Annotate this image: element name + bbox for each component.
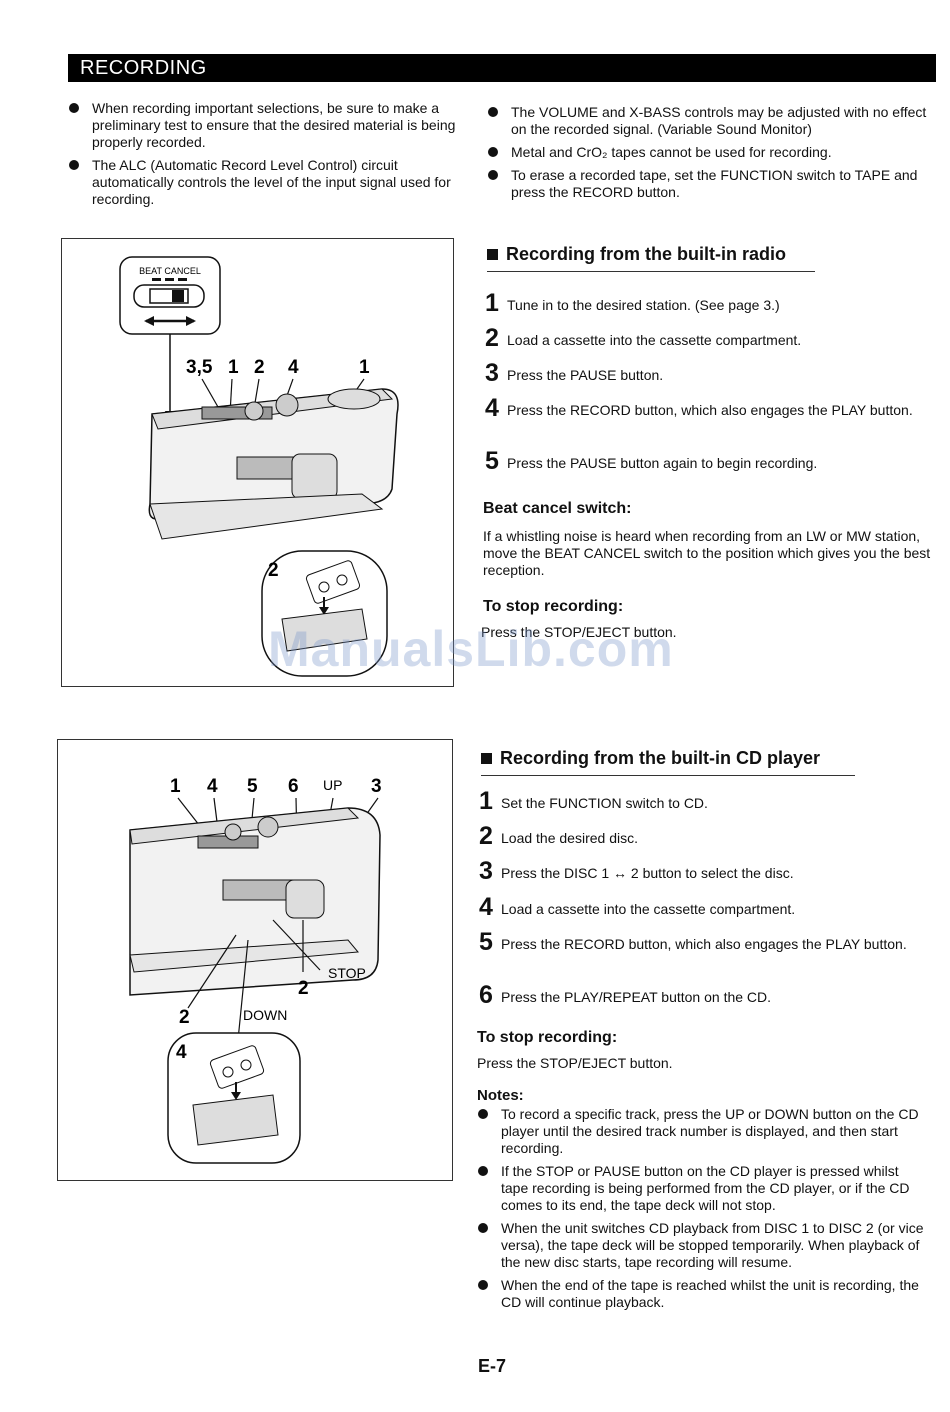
watermark: ManualsLib.com bbox=[268, 621, 674, 677]
step-number: 3 bbox=[485, 359, 499, 387]
radio-steps: 1 Tune in to the desired station. (See pa… bbox=[485, 289, 937, 485]
intro-left-item: The ALC (Automatic Record Level Control)… bbox=[68, 157, 460, 208]
step-item: 4 Press the RECORD button, which also eng… bbox=[485, 394, 937, 450]
step-text: Press the PAUSE button. bbox=[507, 367, 664, 383]
step-text: Press the RECORD button, which also enga… bbox=[507, 402, 913, 418]
step-number: 1 bbox=[479, 787, 493, 815]
callout-label: DOWN bbox=[243, 1007, 287, 1023]
section-title: RECORDING bbox=[80, 57, 207, 79]
page-number: E-7 bbox=[478, 1356, 507, 1376]
radio-stop-text: Press the STOP/EJECT button. bbox=[481, 624, 677, 640]
cd-figure: 1 4 5 6 UP 3 STOP 2 2 DOWN 4 bbox=[57, 739, 453, 1181]
callout-label: UP bbox=[323, 777, 342, 793]
step-item: 5 Press the RECORD button, which also eng… bbox=[479, 928, 931, 984]
radio-figure: BEAT CANCEL 3,5 1 2 4 1 2 bbox=[61, 238, 454, 687]
step-text: Press the DISC 1 ↔ 2 button to select th… bbox=[501, 865, 794, 881]
step-number: 2 bbox=[485, 324, 499, 352]
radio-stop-heading: To stop recording: bbox=[483, 598, 624, 615]
cd-steps: 1 Set the FUNCTION switch to CD. 2 Load th… bbox=[479, 787, 931, 1019]
notes-heading: Notes: bbox=[477, 1087, 524, 1104]
callout-number: 2 bbox=[254, 357, 265, 378]
note-item: If the STOP or PAUSE button on the CD pl… bbox=[477, 1163, 929, 1214]
step-number: 4 bbox=[485, 394, 499, 422]
step-text: Press the PLAY/REPEAT button on the CD. bbox=[501, 989, 772, 1005]
beat-cancel-text: If a whistling noise is heard when recor… bbox=[483, 528, 931, 578]
step-text: Tune in to the desired station. (See pag… bbox=[507, 297, 780, 313]
step-number: 5 bbox=[485, 447, 499, 475]
note-item: To record a specific track, press the UP… bbox=[477, 1106, 929, 1157]
step-text: Load a cassette into the cassette compar… bbox=[507, 332, 802, 348]
beat-cancel-heading: Beat cancel switch: bbox=[483, 500, 632, 517]
square-bullet-icon bbox=[487, 249, 498, 260]
callout-number: 3 bbox=[371, 776, 382, 797]
cd-title-text: Recording from the built-in CD player bbox=[500, 748, 821, 768]
step-item: 1 Set the FUNCTION switch to CD. bbox=[479, 787, 931, 825]
callout-number: 1 bbox=[228, 357, 239, 378]
callout-number: 2 bbox=[179, 1007, 190, 1028]
callout-number: 6 bbox=[288, 776, 299, 797]
step-item: 1 Tune in to the desired station. (See pa… bbox=[485, 289, 937, 327]
step-item: 2 Load a cassette into the cassette compa… bbox=[485, 324, 937, 362]
intro-left-item: When recording important selections, be … bbox=[68, 100, 460, 151]
step-number: 1 bbox=[485, 289, 499, 317]
callout-number: 1 bbox=[359, 357, 370, 378]
step-number: 5 bbox=[479, 928, 493, 956]
step-item: 4 Load a cassette into the cassette compa… bbox=[479, 893, 931, 931]
callout-number: 2 bbox=[268, 560, 279, 581]
step-text: Press the RECORD button, which also enga… bbox=[501, 936, 907, 952]
callout-number: 5 bbox=[247, 776, 258, 797]
step-number: 4 bbox=[479, 893, 493, 921]
step-number: 3 bbox=[479, 857, 493, 885]
callout-number: 4 bbox=[207, 776, 218, 797]
callout-number: 2 bbox=[298, 978, 309, 999]
notes-list: To record a specific track, press the UP… bbox=[477, 1106, 929, 1317]
radio-title-text: Recording from the built-in radio bbox=[506, 244, 786, 264]
note-item: When the end of the tape is reached whil… bbox=[477, 1277, 929, 1311]
callout-number: 4 bbox=[288, 357, 299, 378]
step-number: 6 bbox=[479, 981, 493, 1009]
radio-illustration: BEAT CANCEL 3,5 1 2 4 1 2 bbox=[119, 256, 399, 677]
step-item: 3 Press the PAUSE button. bbox=[485, 359, 937, 397]
intro-right-item: Metal and CrO₂ tapes cannot be used for … bbox=[487, 144, 937, 161]
cd-section-title: Recording from the built-in CD player bbox=[481, 748, 855, 776]
section-header: RECORDING bbox=[68, 54, 936, 82]
step-text: Press the PAUSE button again to begin re… bbox=[507, 455, 818, 471]
beat-cancel-label: BEAT CANCEL bbox=[139, 266, 201, 276]
step-text: Set the FUNCTION switch to CD. bbox=[501, 795, 708, 811]
callout-number: 3,5 bbox=[186, 357, 213, 378]
callout-number: 4 bbox=[176, 1042, 187, 1063]
radio-section-title: Recording from the built-in radio bbox=[487, 244, 815, 272]
step-text: Load the desired disc. bbox=[501, 830, 638, 846]
step-text: Load a cassette into the cassette compar… bbox=[501, 901, 796, 917]
cd-illustration: 1 4 5 6 UP 3 STOP 2 2 DOWN 4 bbox=[129, 776, 382, 1164]
step-number: 2 bbox=[479, 822, 493, 850]
intro-right-item: To erase a recorded tape, set the FUNCTI… bbox=[487, 167, 937, 201]
note-item: When the unit switches CD playback from … bbox=[477, 1220, 929, 1271]
callout-number: 1 bbox=[170, 776, 181, 797]
cd-stop-heading: To stop recording: bbox=[477, 1029, 618, 1046]
cd-stop-text: Press the STOP/EJECT button. bbox=[477, 1055, 673, 1071]
step-item: 6 Press the PLAY/REPEAT button on the CD. bbox=[479, 981, 931, 1019]
intro-left: When recording important selections, be … bbox=[68, 100, 460, 214]
step-item: 2 Load the desired disc. bbox=[479, 822, 931, 860]
step-item: 3 Press the DISC 1 ↔ 2 button to select t… bbox=[479, 857, 931, 896]
callout-label: STOP bbox=[328, 965, 366, 981]
square-bullet-icon bbox=[481, 753, 492, 764]
intro-right-item: The VOLUME and X-BASS controls may be ad… bbox=[487, 104, 937, 138]
intro-right: The VOLUME and X-BASS controls may be ad… bbox=[487, 104, 937, 207]
step-item: 5 Press the PAUSE button again to begin r… bbox=[485, 447, 937, 485]
